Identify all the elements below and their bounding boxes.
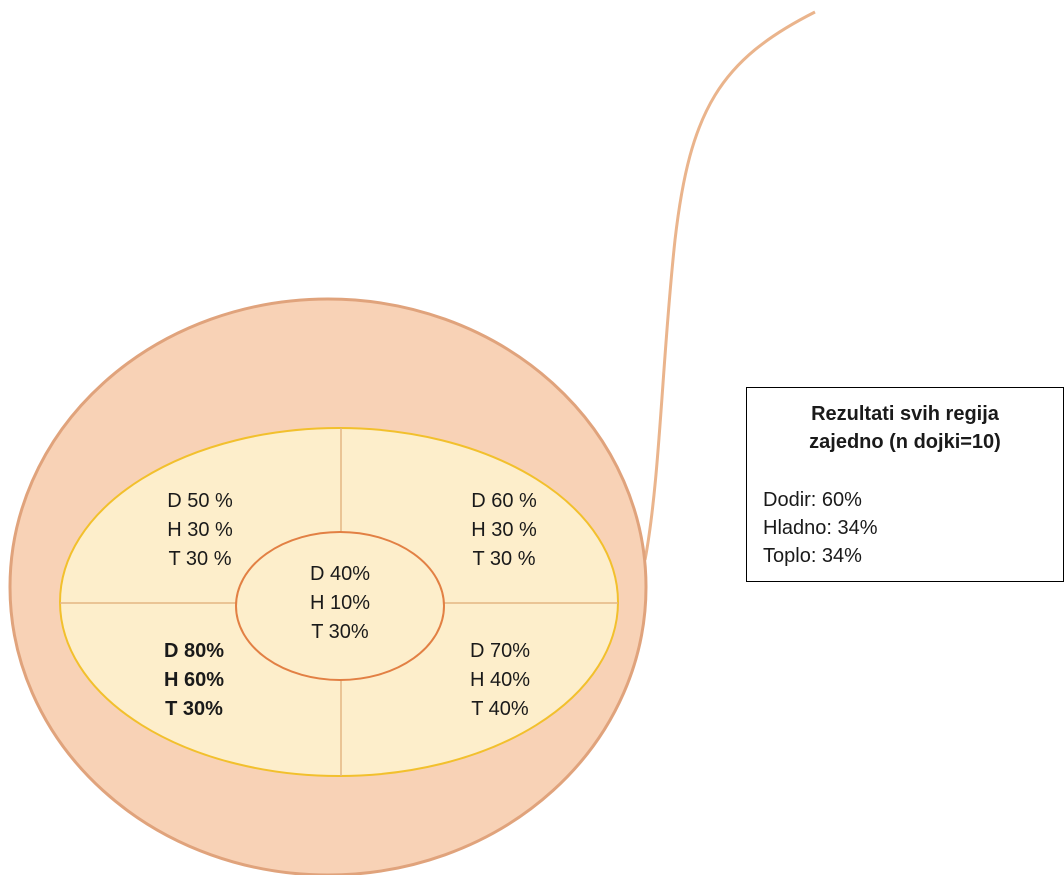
upper-right-region-label: D 60 % H 30 % T 30 % xyxy=(449,487,559,574)
upper-right-warm: T 30 % xyxy=(472,548,536,570)
summary-title-line-2: zajedno (n dojki=10) xyxy=(809,431,1001,453)
summary-title: Rezultati svih regija zajedno (n dojki=1… xyxy=(747,400,1063,456)
lower-right-touch: D 70% xyxy=(469,640,531,662)
summary-title-line-1: Rezultati svih regija xyxy=(811,403,999,425)
lower-right-cold: H 40% xyxy=(469,669,531,691)
summary-item-cold: Hladno: 34% xyxy=(763,517,878,539)
upper-right-touch: D 60 % xyxy=(471,490,537,512)
upper-right-cold: H 30 % xyxy=(471,519,537,541)
summary-box: Rezultati svih regija zajedno (n dojki=1… xyxy=(746,387,1064,582)
lower-left-warm: T 30% xyxy=(165,698,223,720)
upper-left-touch: D 50 % xyxy=(167,490,233,512)
center-warm: T 30% xyxy=(311,621,369,643)
summary-item-warm: Toplo: 34% xyxy=(763,545,862,567)
upper-left-cold: H 30 % xyxy=(167,519,233,541)
summary-item-touch: Dodir: 60% xyxy=(763,489,862,511)
center-touch: D 40% xyxy=(309,563,371,585)
outline-curve xyxy=(643,10,816,561)
lower-right-region-label: D 70% H 40% T 40% xyxy=(445,637,555,724)
lower-left-cold: H 60% xyxy=(163,669,225,691)
upper-left-region-label: D 50 % H 30 % T 30 % xyxy=(145,487,255,574)
center-cold: H 10% xyxy=(309,592,371,614)
center-region-label: D 40% H 10% T 30% xyxy=(285,560,395,647)
upper-left-warm: T 30 % xyxy=(168,548,232,570)
lower-right-warm: T 40% xyxy=(471,698,529,720)
inner-areola-ellipse xyxy=(235,531,445,681)
lower-left-touch: D 80% xyxy=(163,640,225,662)
summary-list: Dodir: 60% Hladno: 34% Toplo: 34% xyxy=(763,486,878,570)
lower-left-region-label: D 80% H 60% T 30% xyxy=(139,637,249,724)
